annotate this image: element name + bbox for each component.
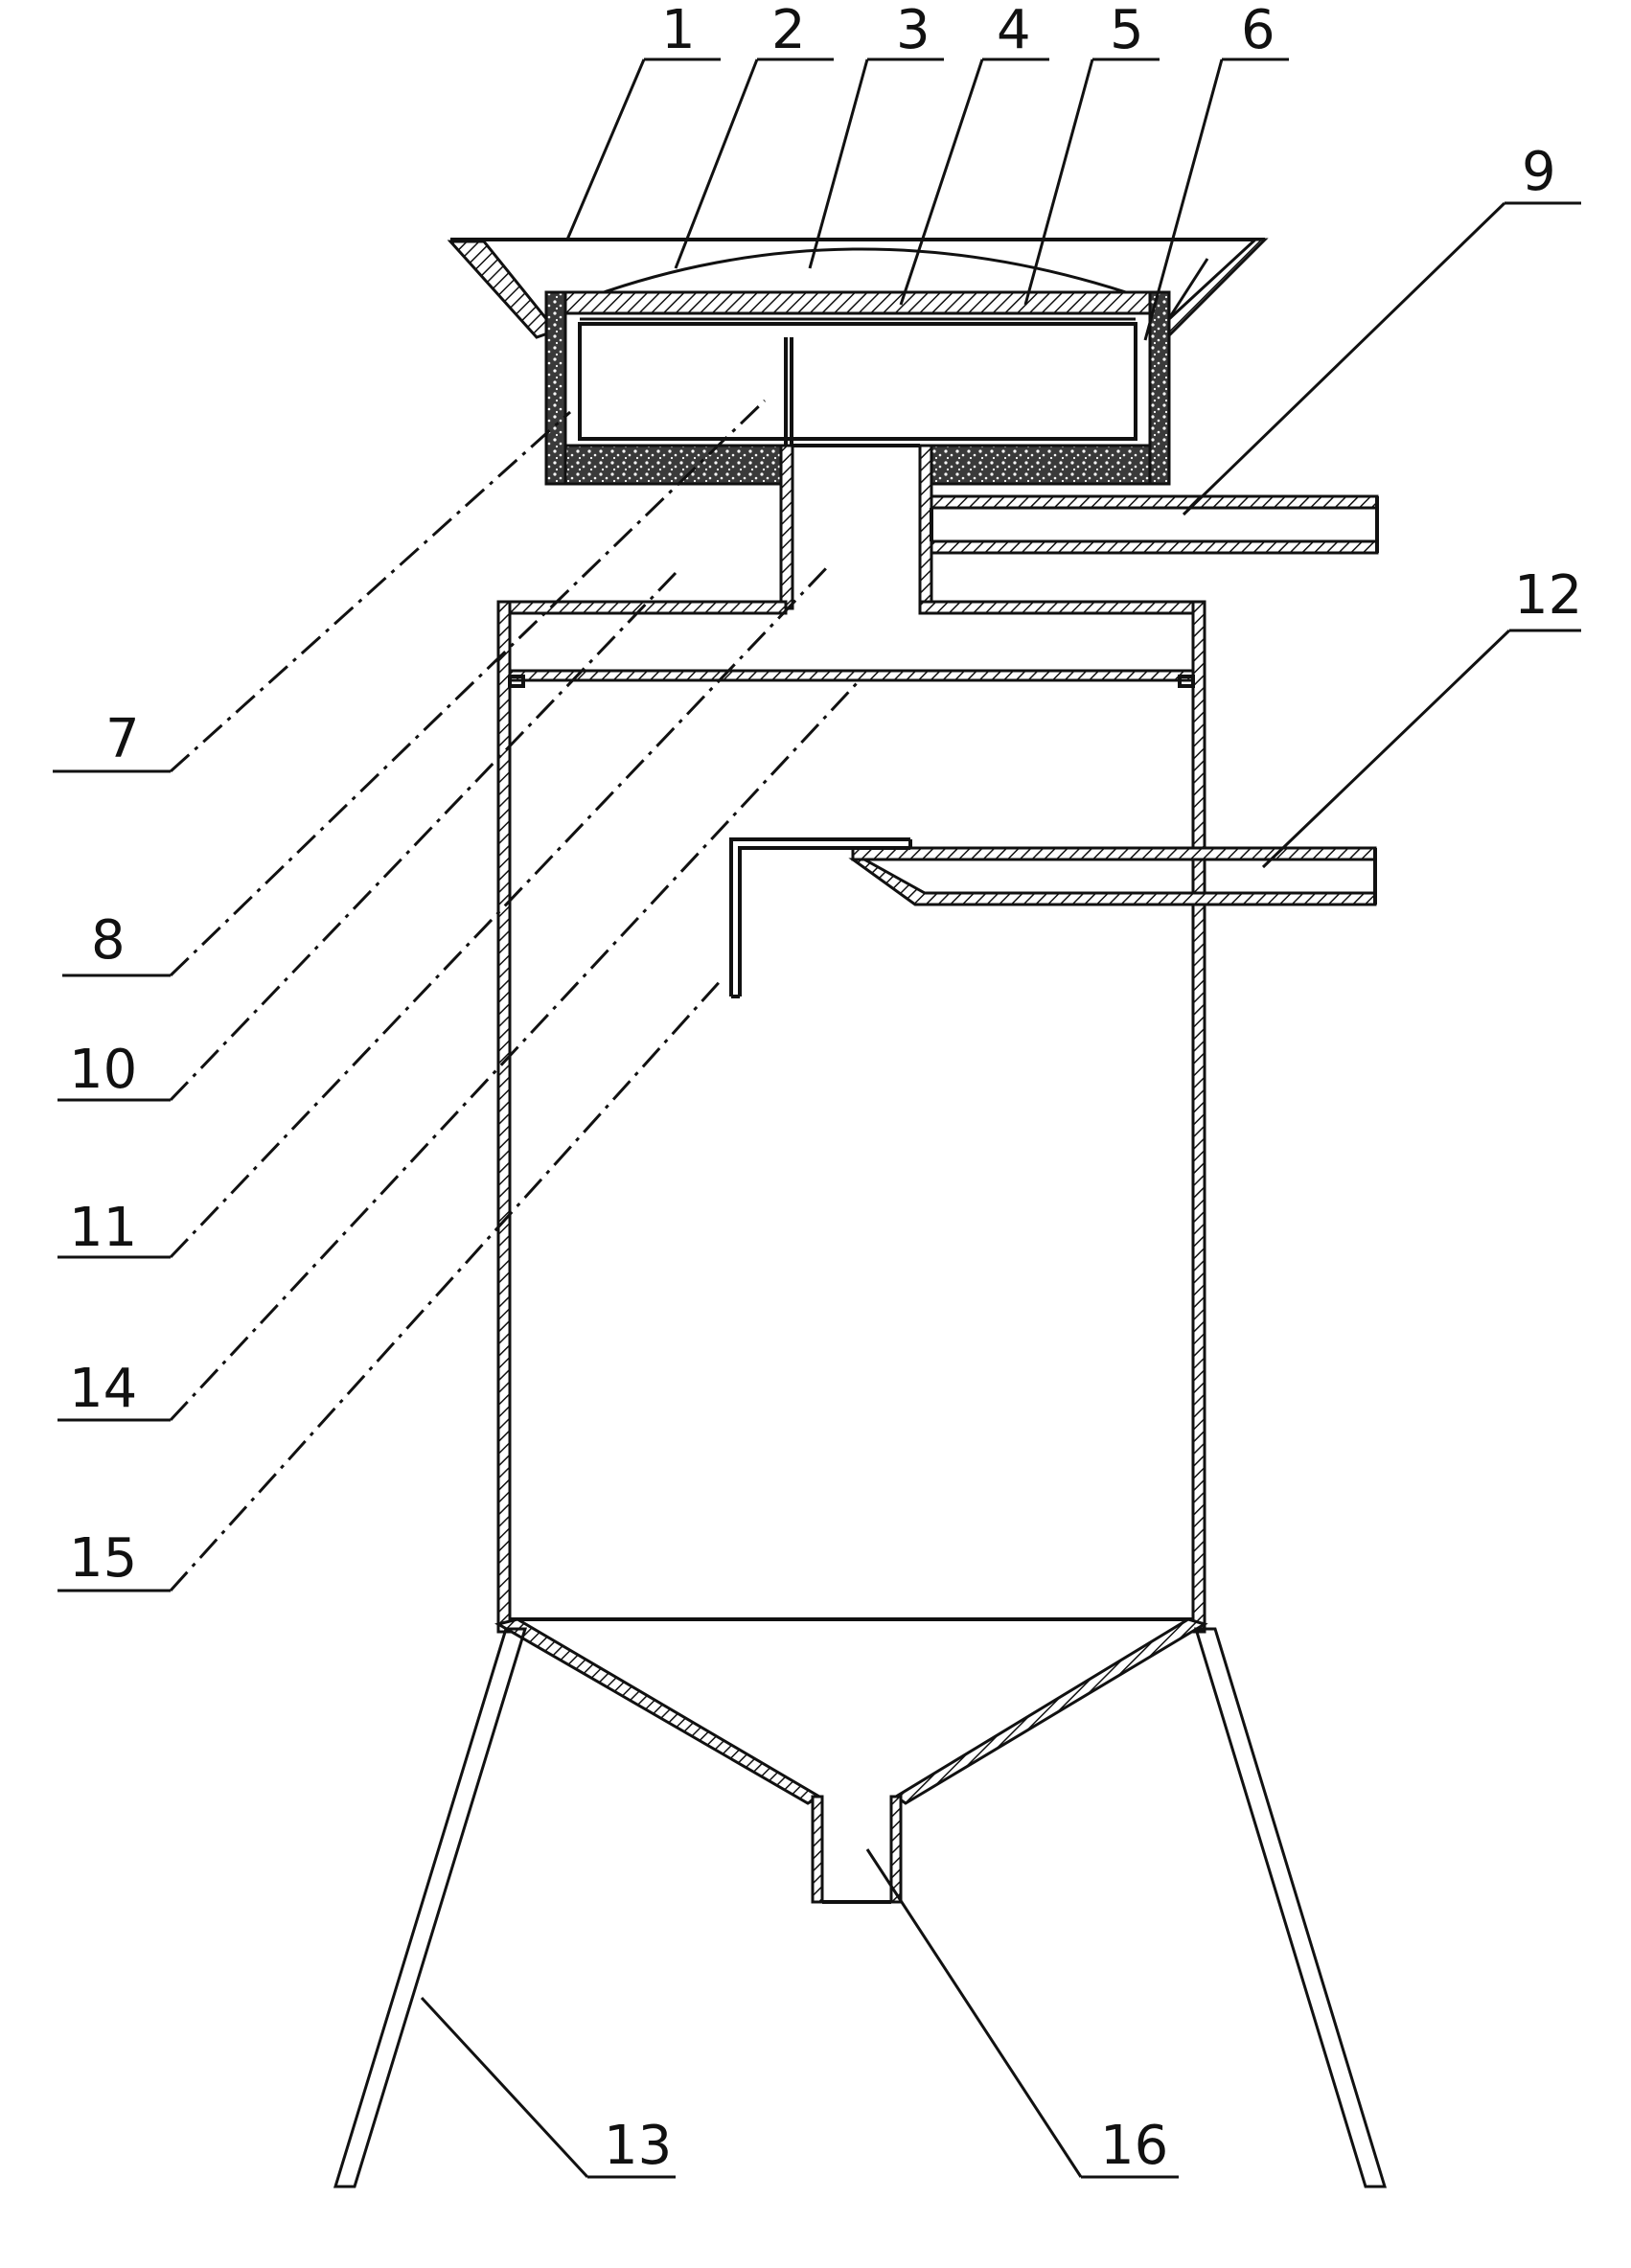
leader-lines [53,57,1581,2179]
support-legs [333,1627,1388,2188]
inlet-pipe-12 [729,837,1377,998]
label-14: 14 [69,1358,137,1420]
neck-tube [779,444,933,610]
label-9: 9 [1522,141,1556,203]
label-8: 8 [91,909,126,972]
label-3: 3 [896,0,930,61]
label-5: 5 [1110,0,1144,61]
label-16: 16 [1100,2115,1168,2177]
label-10: 10 [69,1039,137,1101]
main-vessel [496,600,1206,1634]
label-15: 15 [69,1527,137,1590]
conical-bottom [494,1617,1208,1904]
outlet-pipe-9 [930,494,1379,555]
label-13: 13 [604,2115,672,2177]
label-2: 2 [771,0,806,61]
part-labels: 1 2 3 4 5 6 9 12 7 8 10 11 14 15 13 16 [69,0,1582,2177]
label-7: 7 [105,708,140,770]
label-4: 4 [997,0,1031,61]
label-6: 6 [1241,0,1275,61]
heating-tray [544,290,1171,486]
label-11: 11 [69,1197,137,1259]
label-12: 12 [1514,564,1582,627]
label-1: 1 [661,0,696,61]
